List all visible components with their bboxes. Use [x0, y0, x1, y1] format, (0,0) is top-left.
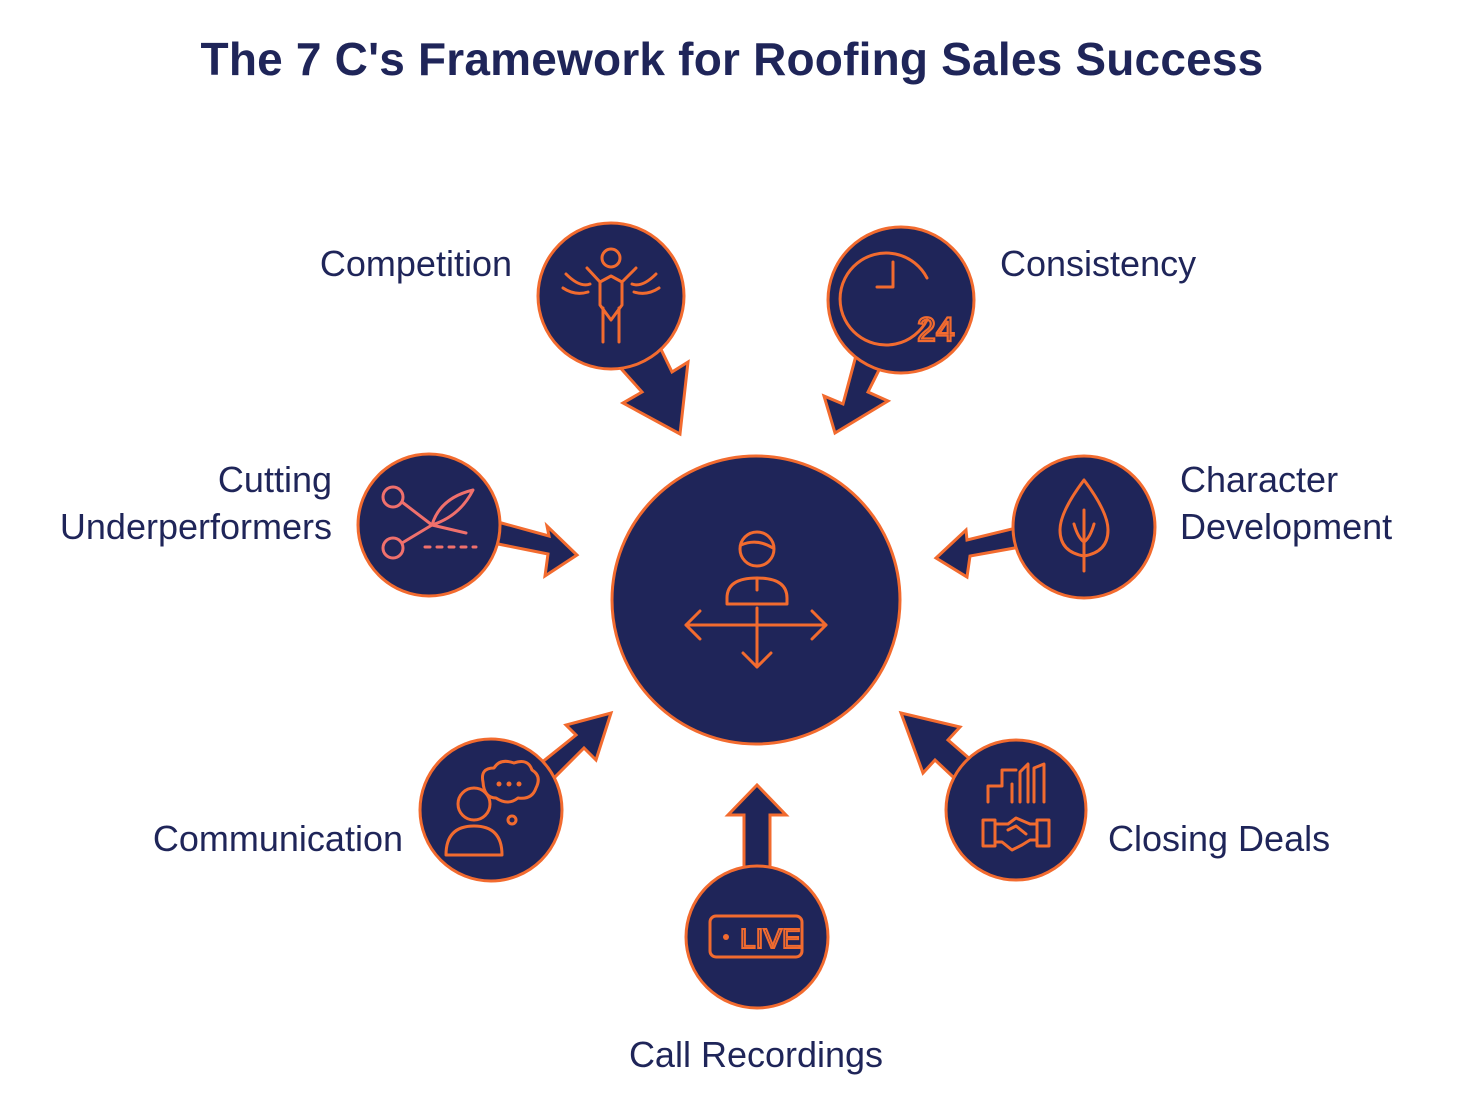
- cutting-underperformers-arrow: [496, 520, 580, 580]
- communication-label: Communication: [60, 815, 403, 862]
- scissors-cut-line-icon: [381, 485, 478, 560]
- finish-line-runner-icon: [561, 247, 661, 344]
- call-recordings-arrow: [724, 782, 790, 872]
- cutting-underperformers-label-line-2: Underperformers: [59, 506, 332, 547]
- character-development-label: Character Development: [1180, 456, 1450, 550]
- closing-deals-label-line: Closing Deals: [1108, 818, 1331, 859]
- center-circle: [610, 454, 902, 746]
- tree-icon: [1058, 478, 1110, 573]
- competition-label-line: Competition: [319, 243, 512, 284]
- character-development-arrow: [933, 525, 1022, 580]
- person-with-direction-arrows-icon: [684, 530, 828, 669]
- consistency-label: Consistency: [1000, 240, 1260, 287]
- cutting-underperformers-label: Cutting Underperformers: [10, 456, 332, 550]
- closing-deals-circle: [944, 738, 1088, 882]
- cutting-underperformers-node: [356, 452, 502, 598]
- cutting-underperformers-label-line-1: Cutting: [217, 459, 332, 500]
- diagram-title: The 7 C's Framework for Roofing Sales Su…: [200, 33, 1264, 85]
- call-recordings-label: Call Recordings: [556, 1031, 956, 1078]
- communication-label-line: Communication: [152, 818, 403, 859]
- handshake-icon: [981, 762, 1051, 852]
- call-recordings-circle: [684, 864, 830, 1010]
- clock-24-icon: 24: [838, 251, 956, 350]
- center-node: [610, 454, 902, 746]
- communication-circle: [418, 737, 564, 883]
- person-thought-bubble-icon: [444, 759, 540, 857]
- consistency-node: 24: [826, 225, 976, 375]
- call-recordings-node: LIVE: [684, 864, 830, 1010]
- live-badge-icon: LIVE: [708, 914, 804, 959]
- cutting-underperformers-circle: [356, 452, 502, 598]
- competition-node: [536, 221, 686, 371]
- character-development-label-line-2: Development: [1180, 506, 1393, 547]
- live-badge-text: LIVE: [740, 923, 801, 954]
- character-development-node: [1011, 454, 1157, 600]
- clock-24-text: 24: [917, 311, 955, 349]
- communication-node: [418, 737, 564, 883]
- closing-deals-node: [944, 738, 1088, 882]
- closing-deals-label: Closing Deals: [1108, 815, 1408, 862]
- consistency-label-line: Consistency: [1000, 243, 1197, 284]
- consistency-circle: [826, 225, 976, 375]
- competition-circle: [536, 221, 686, 371]
- character-development-label-line-1: Character: [1180, 459, 1339, 500]
- call-recordings-label-line: Call Recordings: [628, 1034, 884, 1075]
- competition-label: Competition: [230, 240, 512, 287]
